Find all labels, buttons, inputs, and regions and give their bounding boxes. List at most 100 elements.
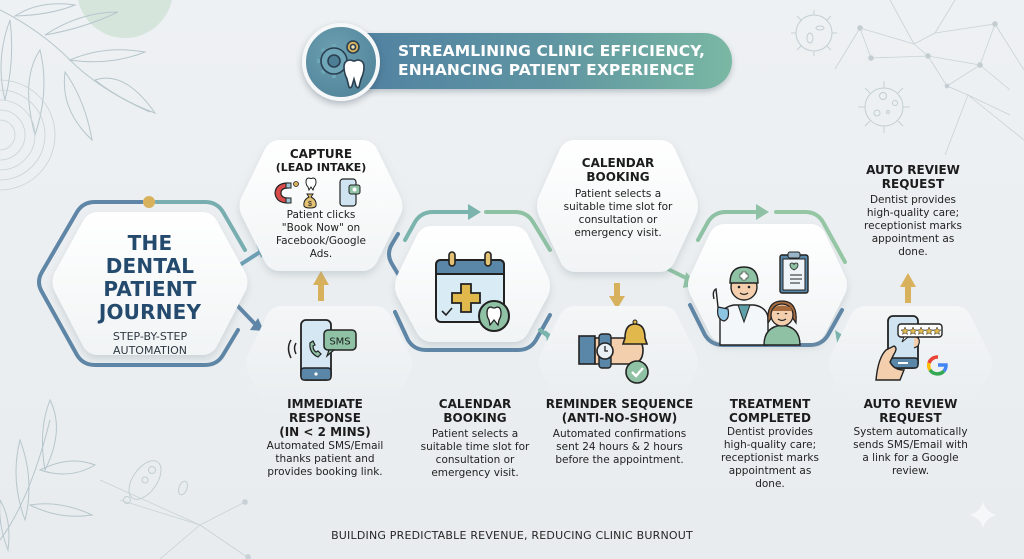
gold-arrow-up-capture <box>313 271 329 301</box>
desc-line: appointment as <box>728 465 812 477</box>
capture-icons: $ <box>250 177 392 209</box>
step-auto-review-bottom: AUTO REVIEW REQUEST System automatically… <box>838 397 983 478</box>
magnet-icon <box>274 181 299 204</box>
banner-badge <box>302 23 380 101</box>
desc-line: Patient selects a <box>574 188 662 200</box>
desc-line: Patient selects a <box>431 428 519 440</box>
header-banner: STREAMLINING CLINIC EFFICIENCY, ENHANCIN… <box>330 33 732 89</box>
desc-line: Ads. <box>309 248 333 260</box>
desc-line: receptionist marks <box>864 220 962 232</box>
desc-line: before the appointment. <box>555 454 684 466</box>
step-description: Automated SMS/Email thanks patient and p… <box>250 440 400 479</box>
gears-tooth-icon <box>317 40 365 89</box>
step-description: Dentist provides high-quality care; rece… <box>700 426 840 491</box>
desc-line: high-quality care; <box>866 207 960 219</box>
desc-line: System automatically <box>853 426 968 438</box>
bacteria-icon-left <box>123 460 188 504</box>
arrowhead <box>545 330 558 348</box>
leaf-branch-top-left <box>0 3 157 142</box>
phone-call-sms-icon: SMS <box>287 319 357 381</box>
arch-segment <box>484 210 552 252</box>
step-subtitle: (IN < 2 MINS) <box>279 425 371 439</box>
svg-text:$: $ <box>308 201 312 208</box>
desc-line: provides booking link. <box>267 466 383 478</box>
step-title: REQUEST <box>879 411 942 425</box>
arrowhead <box>683 272 698 288</box>
ripple-circles <box>0 79 56 191</box>
desc-line: receptionist marks <box>721 452 819 464</box>
desc-line: Automated confirmations <box>552 428 687 440</box>
title-line-1: THE <box>127 231 173 255</box>
step-calendar-booking: CALENDAR BOOKING Patient selects a suita… <box>400 397 550 480</box>
desc-line: consultation or <box>435 454 515 466</box>
step-title: TREATMENT <box>729 397 811 411</box>
subtitle-line-2: AUTOMATION <box>113 344 187 357</box>
money-bag-icon: $ <box>303 193 317 209</box>
sparkle-icon <box>970 502 996 528</box>
arrow-calendar-to-reminder <box>538 328 562 347</box>
step-treatment-completed: TREATMENT COMPLETED Dentist provides hig… <box>700 397 840 491</box>
arrow-reminder-to-treatment <box>658 263 692 282</box>
dentist-patient-icon <box>712 251 809 346</box>
desc-line: a link for a Google <box>862 452 959 464</box>
gold-dot <box>143 196 155 208</box>
desc-line: Facebook/Google <box>276 235 366 247</box>
desc-line: suitable time slot for <box>563 201 673 213</box>
desc-line: done. <box>755 478 785 490</box>
google-g-icon <box>926 355 948 376</box>
step-title: REMINDER SEQUENCE <box>545 397 694 411</box>
title-subtitle: STEP-BY-STEP AUTOMATION <box>92 330 208 358</box>
step-title: BOOKING <box>443 411 507 425</box>
step-title: REQUEST <box>881 177 945 191</box>
step-title: CAPTURE <box>289 147 353 161</box>
journey-title: THE DENTAL PATIENT JOURNEY STEP-BY-STEP … <box>92 232 208 358</box>
tooth-icon <box>305 177 317 191</box>
desc-line: high-quality care; <box>723 439 817 451</box>
wristwatch-bell-icon <box>578 319 649 384</box>
step-capture: CAPTURE (LEAD INTAKE) $ Patient clicks "… <box>250 147 392 261</box>
arrowhead <box>250 318 264 331</box>
step-title: CALENDAR <box>581 156 655 170</box>
desc-line: appointment as <box>871 233 955 245</box>
desc-line: emergency visit. <box>574 227 662 239</box>
desc-line: Dentist provides <box>726 426 814 438</box>
arrowhead <box>756 204 769 220</box>
step-description: System automatically sends SMS/Email wit… <box>838 426 983 478</box>
desc-line: Dentist provides <box>869 194 957 206</box>
title-line-2: DENTAL <box>105 254 195 278</box>
step-description: Patient selects a suitable time slot for… <box>543 188 693 240</box>
step-title: CALENDAR <box>438 397 512 411</box>
step-title: COMPLETED <box>729 411 811 425</box>
desc-line: consultation or <box>578 214 658 226</box>
step-immediate-response: IMMEDIATE RESPONSE (IN < 2 MINS) Automat… <box>250 397 400 479</box>
step-title: AUTO REVIEW <box>863 397 958 411</box>
phone-chat-icon <box>339 178 361 207</box>
step-description: Patient clicks "Book Now" on Facebook/Go… <box>250 209 392 261</box>
arrowhead <box>468 204 481 220</box>
step-description: Automated confirmations sent 24 hours & … <box>537 428 702 467</box>
desc-line: done. <box>898 246 928 258</box>
arrow-title-to-response <box>230 298 258 327</box>
desc-line: Patient clicks <box>286 209 356 221</box>
desc-line: emergency visit. <box>431 467 519 479</box>
step-description: Dentist provides high-quality care; rece… <box>843 194 983 259</box>
gold-arrow-down-reminder <box>609 283 625 309</box>
arch-treatment-top <box>696 210 760 242</box>
step-title: AUTO REVIEW <box>866 163 960 177</box>
banner-line-1: STREAMLINING CLINIC EFFICIENCY, <box>398 42 705 60</box>
step-title: IMMEDIATE <box>287 397 363 411</box>
green-blob <box>78 0 172 38</box>
step-description: Patient selects a suitable time slot for… <box>400 428 550 480</box>
phone-review-google-icon <box>875 315 948 381</box>
step-calendar-booking-top: CALENDAR BOOKING Patient selects a suita… <box>543 156 693 240</box>
desc-line: review. <box>891 465 930 477</box>
step-auto-review-top: AUTO REVIEW REQUEST Dentist provides hig… <box>843 163 983 259</box>
step-subtitle: (LEAD INTAKE) <box>275 161 367 174</box>
step-subtitle: (ANTI-NO-SHOW) <box>561 411 678 425</box>
step-title: BOOKING <box>586 170 650 184</box>
arch-response-to-calendar <box>403 210 472 242</box>
title-line-3: PATIENT <box>103 277 197 301</box>
gold-arrow-up-review <box>900 273 916 303</box>
title-line-4: JOURNEY <box>98 300 202 324</box>
desc-line: suitable time slot for <box>420 441 530 453</box>
